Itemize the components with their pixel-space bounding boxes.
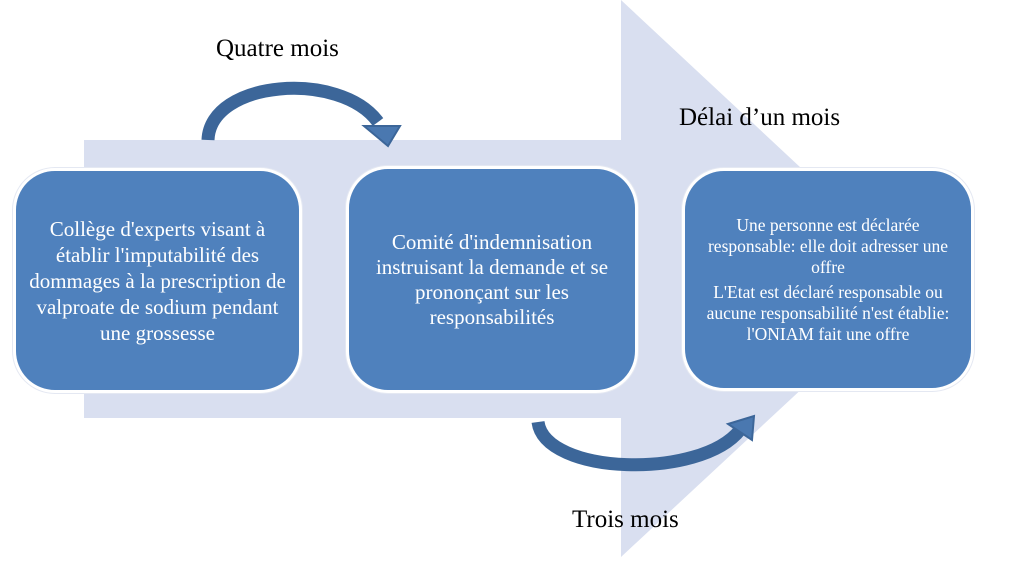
step-text-etat: L'Etat est déclaré responsable ou aucune… bbox=[706, 281, 950, 344]
label-quatre-mois: Quatre mois bbox=[216, 35, 339, 62]
step-college-experts: Collège d'experts visant à établir l'imp… bbox=[13, 168, 302, 393]
step-text: Comité d'indemnisation instruisant la de… bbox=[375, 229, 609, 329]
label-delai-un-mois: Délai d’un mois bbox=[679, 104, 841, 131]
step-text-personne: Une personne est déclarée responsable: e… bbox=[707, 214, 949, 277]
step-comite-indemnisation: Comité d'indemnisation instruisant la de… bbox=[346, 166, 638, 393]
curved-arrow-quatre-mois bbox=[201, 81, 402, 148]
step-offre: Une personne est déclarée responsable: e… bbox=[682, 168, 974, 391]
curved-arrow-trois-mois bbox=[531, 414, 756, 472]
label-trois-mois: Trois mois bbox=[572, 506, 679, 533]
step-text: Collège d'experts visant à établir l'imp… bbox=[29, 216, 286, 345]
